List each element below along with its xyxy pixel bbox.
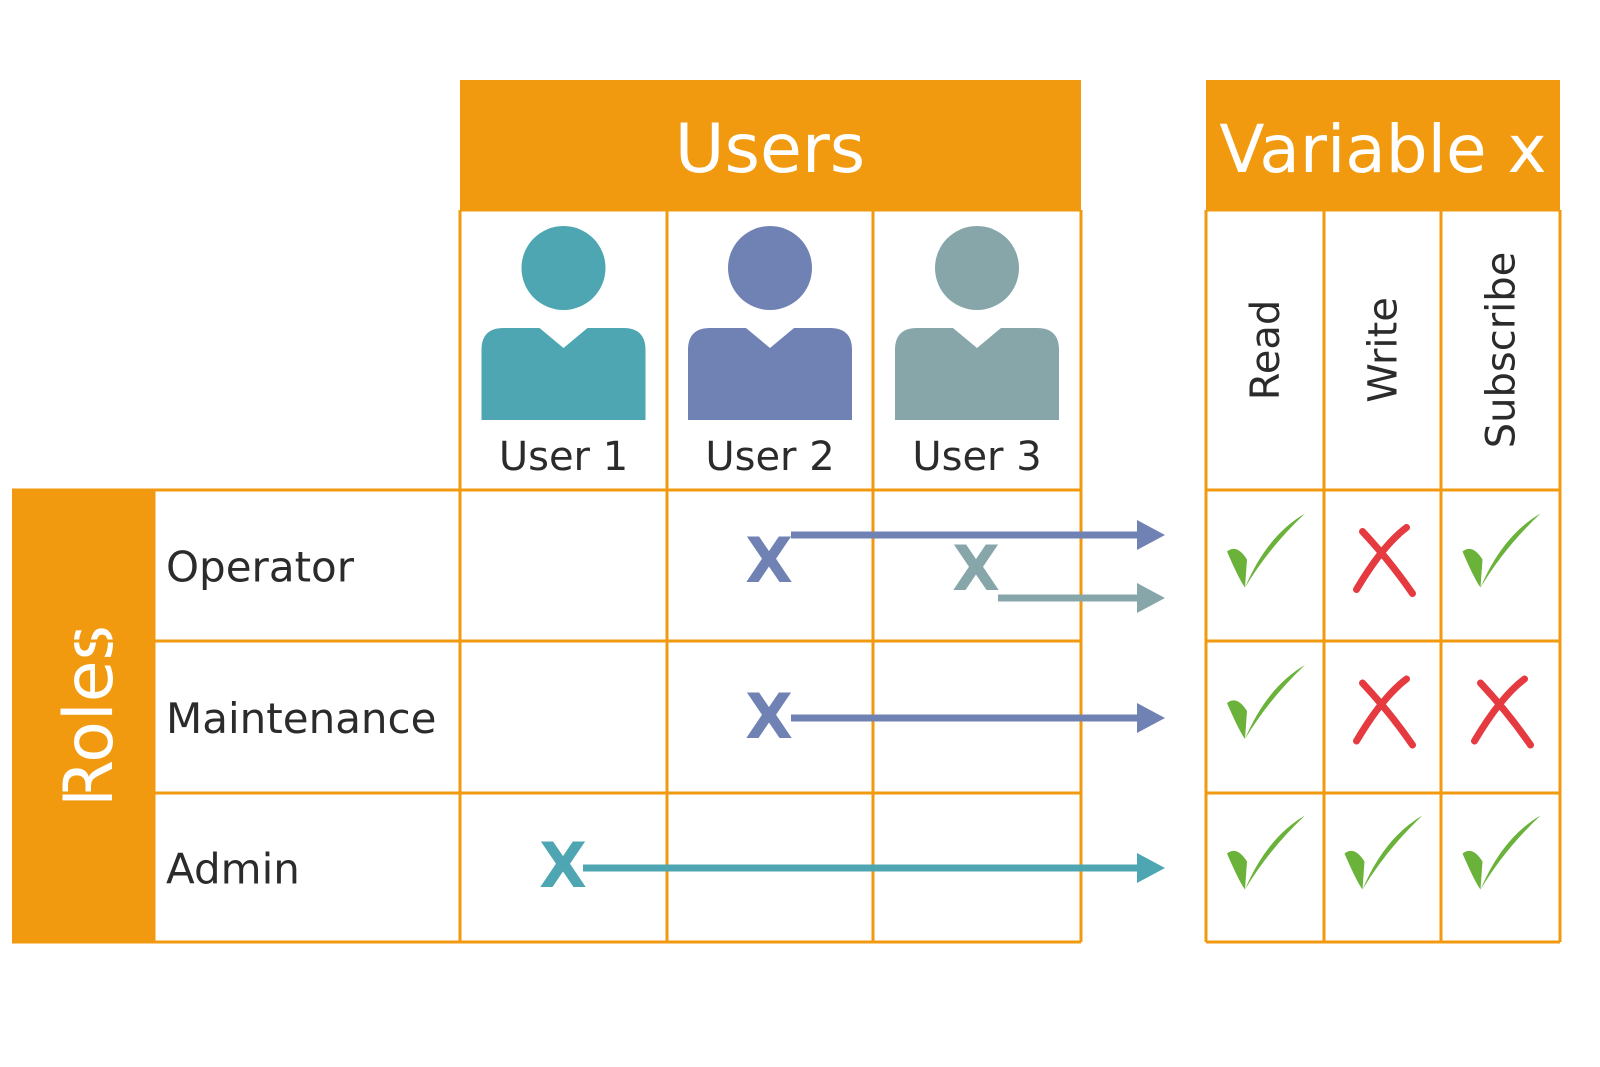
- assignment-admin-user-1: X: [539, 829, 1165, 902]
- user-icon: [895, 226, 1059, 420]
- permission-label-subscribe: Subscribe: [1479, 252, 1525, 449]
- user-columns: User 1 User 2 User 3: [481, 226, 1059, 480]
- variable-header: Variable x: [1206, 80, 1560, 210]
- user-label: User 2: [705, 434, 834, 480]
- permission-columns: Read Write Subscribe: [1243, 252, 1525, 449]
- user-label: User 3: [912, 434, 1041, 480]
- assignment-operator-user-3: X: [952, 532, 1165, 613]
- user-label: User 1: [499, 434, 628, 480]
- cross-icon: [1471, 675, 1534, 749]
- assignment-marker: X: [952, 532, 1000, 605]
- assignment-operator-user-2: X: [745, 520, 1165, 597]
- check-icon: [1462, 513, 1541, 588]
- users-header-title: Users: [675, 110, 865, 189]
- permission-label-write: Write: [1361, 297, 1407, 403]
- role-label-admin: Admin: [166, 845, 300, 894]
- cross-icon: [1353, 675, 1416, 749]
- roles-header-title: Roles: [50, 625, 129, 807]
- assignment-marker: X: [539, 829, 587, 902]
- assignments: X X X X: [539, 520, 1165, 902]
- check-icon: [1227, 513, 1305, 588]
- arrow-head-icon: [1137, 703, 1165, 733]
- user-column-3: User 3: [895, 226, 1059, 480]
- user-icon: [481, 226, 646, 420]
- check-icon: [1227, 665, 1305, 739]
- user-icon: [688, 226, 852, 420]
- roles-header: Roles: [12, 490, 154, 942]
- permission-label-read: Read: [1243, 300, 1289, 401]
- assignment-marker: X: [745, 680, 793, 753]
- cross-icon: [1353, 524, 1416, 597]
- arrow-head-icon: [1137, 853, 1165, 883]
- users-header: Users: [460, 80, 1081, 210]
- user-column-2: User 2: [688, 226, 852, 480]
- variable-header-title: Variable x: [1219, 111, 1546, 188]
- role-label-operator: Operator: [166, 543, 355, 592]
- roles-header-bg: [12, 490, 154, 942]
- check-icon: [1227, 815, 1305, 890]
- check-icon: [1462, 815, 1541, 890]
- users-header-bg: [460, 80, 1081, 210]
- permission-marks: [1227, 513, 1541, 890]
- user-column-1: User 1: [481, 226, 646, 480]
- arrow-head-icon: [1137, 520, 1165, 550]
- arrow-head-icon: [1137, 583, 1165, 613]
- role-label-maintenance: Maintenance: [166, 694, 436, 743]
- assignment-marker: X: [745, 524, 793, 597]
- variable-header-bg: [1206, 80, 1560, 210]
- grid-lines: [12, 208, 1562, 944]
- check-icon: [1344, 815, 1423, 890]
- assignment-maintenance-user-2: X: [745, 680, 1165, 753]
